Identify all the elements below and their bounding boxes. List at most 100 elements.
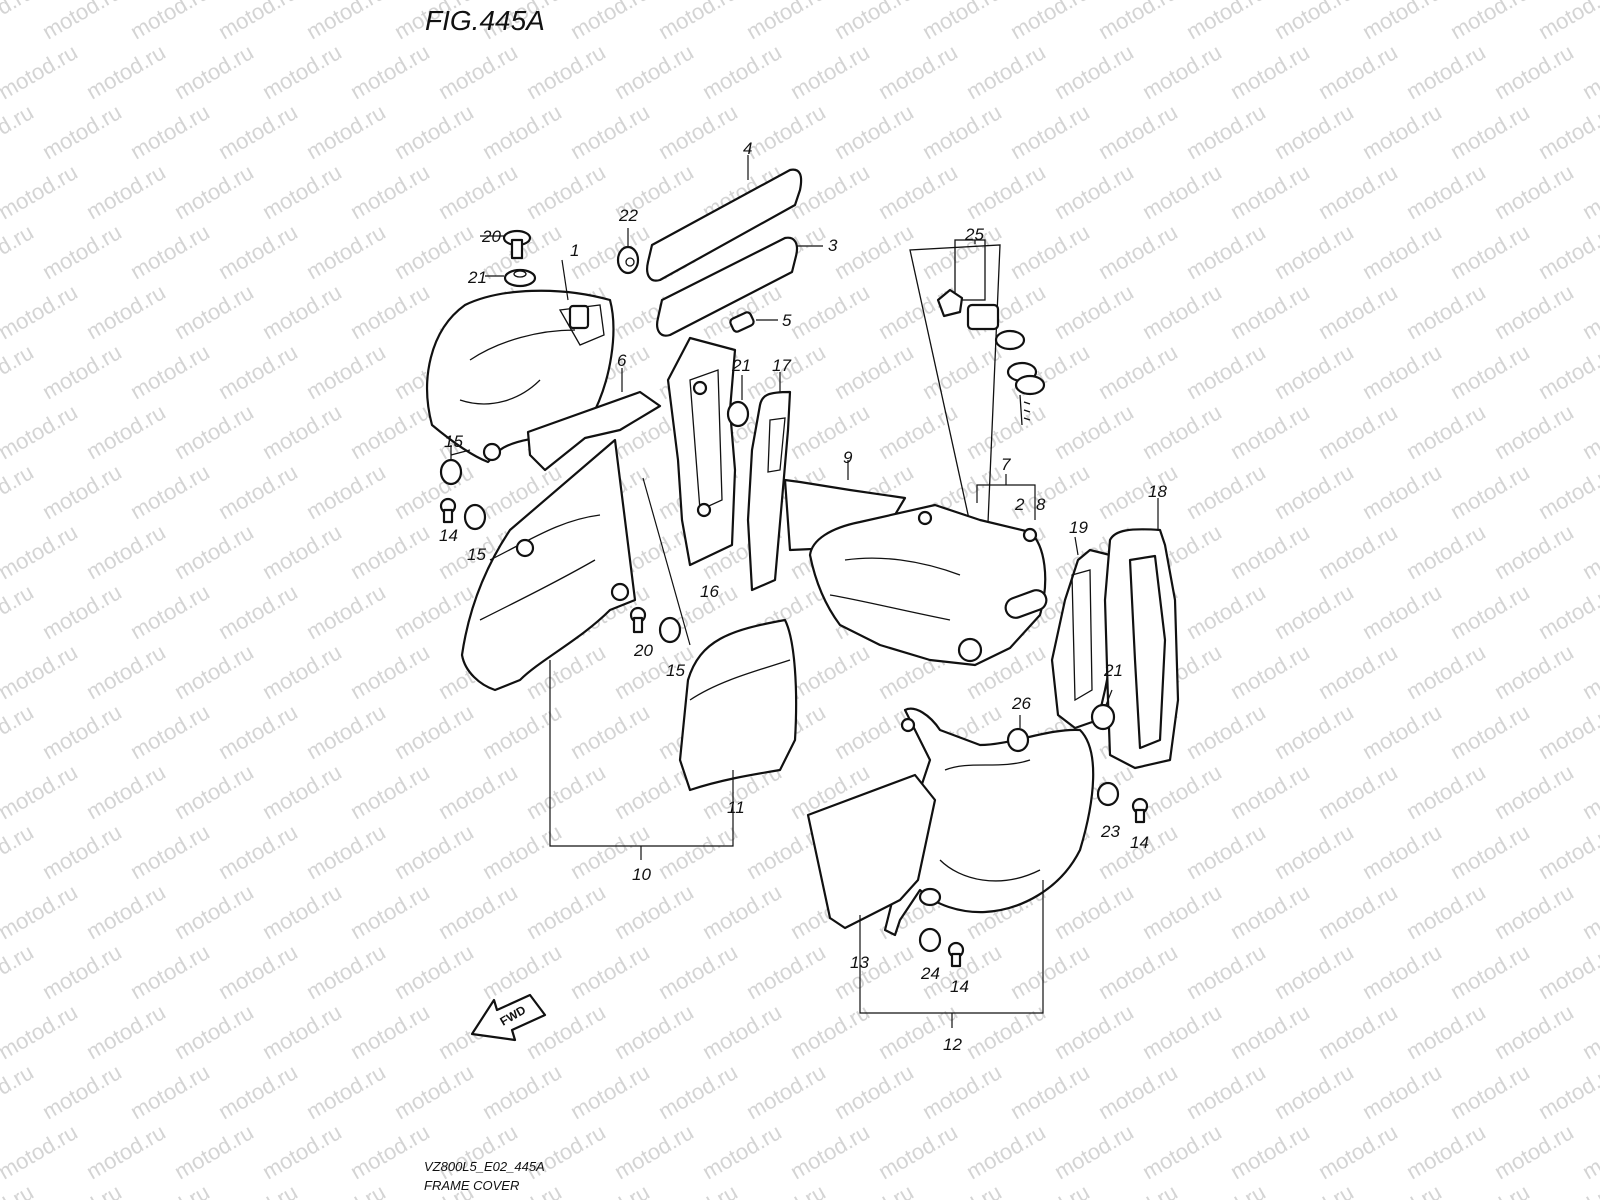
watermark-text: motod.ru: [346, 999, 434, 1064]
watermark-text: motod.ru: [654, 1059, 742, 1124]
callout-21a: 21: [467, 268, 487, 287]
watermark-text: motod.ru: [302, 0, 390, 44]
watermark-text: motod.ru: [1490, 39, 1578, 104]
watermark-text: motod.ru: [126, 579, 214, 644]
watermark-text: motod.ru: [1534, 99, 1600, 164]
watermark-text: motod.ru: [434, 39, 522, 104]
watermark-text: motod.ru: [1446, 459, 1534, 524]
watermark-text: motod.ru: [742, 1179, 830, 1200]
watermark-text: motod.ru: [1006, 0, 1094, 44]
watermark-text: motod.ru: [1050, 159, 1138, 224]
watermark-text: motod.ru: [1534, 579, 1600, 644]
watermark-text: motod.ru: [0, 819, 38, 884]
watermark-text: motod.ru: [346, 1119, 434, 1184]
watermark-text: motod.ru: [1358, 1179, 1446, 1200]
watermark-text: motod.ru: [1358, 99, 1446, 164]
watermark-text: motod.ru: [1314, 759, 1402, 824]
watermark-text: motod.ru: [1578, 639, 1600, 704]
watermark-text: motod.ru: [0, 759, 82, 824]
watermark-text: motod.ru: [126, 1059, 214, 1124]
watermark-text: motod.ru: [1534, 819, 1600, 884]
callout-17: 17: [772, 356, 791, 375]
watermark-text: motod.ru: [434, 879, 522, 944]
watermark-text: motod.ru: [786, 1119, 874, 1184]
watermark-text: motod.ru: [1182, 459, 1270, 524]
watermark-text: motod.ru: [170, 39, 258, 104]
watermark-text: motod.ru: [1358, 819, 1446, 884]
watermark-text: motod.ru: [38, 0, 126, 44]
watermark-text: motod.ru: [1050, 1119, 1138, 1184]
watermark-text: motod.ru: [258, 39, 346, 104]
watermark-text: motod.ru: [1402, 759, 1490, 824]
watermark-text: motod.ru: [698, 39, 786, 104]
watermark-text: motod.ru: [214, 699, 302, 764]
watermark-text: motod.ru: [830, 0, 918, 44]
watermark-text: motod.ru: [654, 819, 742, 884]
fwd-arrow-icon: FWD: [470, 993, 547, 1042]
part-26-grommet: [1006, 715, 1030, 753]
watermark-text: motod.ru: [214, 1059, 302, 1124]
watermark-text: motod.ru: [1182, 219, 1270, 284]
watermark-text: motod.ru: [654, 0, 742, 44]
watermark-text: motod.ru: [1270, 219, 1358, 284]
watermark-text: motod.ru: [610, 1119, 698, 1184]
watermark-text: motod.ru: [1094, 459, 1182, 524]
watermark-text: motod.ru: [126, 1179, 214, 1200]
watermark-text: motod.ru: [1226, 1119, 1314, 1184]
watermark-text: motod.ru: [390, 939, 478, 1004]
watermark-text: motod.ru: [170, 519, 258, 584]
callout-16: 16: [700, 582, 719, 601]
watermark-text: motod.ru: [1270, 819, 1358, 884]
part-21-grommet-top: [485, 268, 537, 288]
watermark-text: motod.ru: [0, 939, 38, 1004]
part-25-lock-set: [936, 239, 1046, 426]
callout-11: 11: [727, 798, 745, 817]
part-15-grommet-a: [439, 445, 471, 486]
part-11-pad: [678, 618, 798, 792]
watermark-text: motod.ru: [1138, 999, 1226, 1064]
callout-25: 25: [964, 225, 984, 244]
figure-caption: FRAME COVER: [424, 1178, 519, 1193]
watermark-text: motod.ru: [962, 159, 1050, 224]
watermark-text: motod.ru: [170, 1119, 258, 1184]
watermark-text: motod.ru: [478, 99, 566, 164]
watermark-text: motod.ru: [1446, 99, 1534, 164]
watermark-text: motod.ru: [522, 1119, 610, 1184]
watermark-text: motod.ru: [918, 1059, 1006, 1124]
callout-24: 24: [920, 964, 940, 983]
callout-22: 22: [618, 206, 638, 225]
callout-15a: 15: [444, 432, 463, 451]
watermark-text: motod.ru: [1094, 1059, 1182, 1124]
watermark-text: motod.ru: [962, 999, 1050, 1064]
watermark-text: motod.ru: [830, 939, 918, 1004]
watermark-text: motod.ru: [1446, 819, 1534, 884]
watermark-text: motod.ru: [302, 1179, 390, 1200]
callout-2: 2: [1014, 495, 1025, 514]
watermark-text: motod.ru: [962, 39, 1050, 104]
watermark-text: motod.ru: [1358, 1059, 1446, 1124]
part-21-grommet-mid: [726, 375, 750, 428]
watermark-text: motod.ru: [1226, 159, 1314, 224]
watermark-text: motod.ru: [1446, 0, 1534, 44]
watermark-text: motod.ru: [1270, 699, 1358, 764]
watermark-text: motod.ru: [170, 399, 258, 464]
watermark-text: motod.ru: [1050, 879, 1138, 944]
watermark-text: motod.ru: [830, 1059, 918, 1124]
watermark-text: motod.ru: [302, 339, 390, 404]
watermark-text: motod.ru: [38, 339, 126, 404]
watermark-text: motod.ru: [1226, 879, 1314, 944]
watermark-text: motod.ru: [38, 1059, 126, 1124]
watermark-text: motod.ru: [1534, 219, 1600, 284]
watermark-text: motod.ru: [478, 699, 566, 764]
watermark-text: motod.ru: [1138, 759, 1226, 824]
watermark-text: motod.ru: [1358, 579, 1446, 644]
callout-6: 6: [617, 351, 627, 370]
watermark-text: motod.ru: [1578, 159, 1600, 224]
watermark-text: motod.ru: [0, 1059, 38, 1124]
watermark-text: motod.ru: [82, 1119, 170, 1184]
part-15-grommet-c: [658, 616, 682, 644]
watermark-text: motod.ru: [566, 99, 654, 164]
watermark-text: motod.ru: [1226, 759, 1314, 824]
watermark-text: motod.ru: [566, 939, 654, 1004]
